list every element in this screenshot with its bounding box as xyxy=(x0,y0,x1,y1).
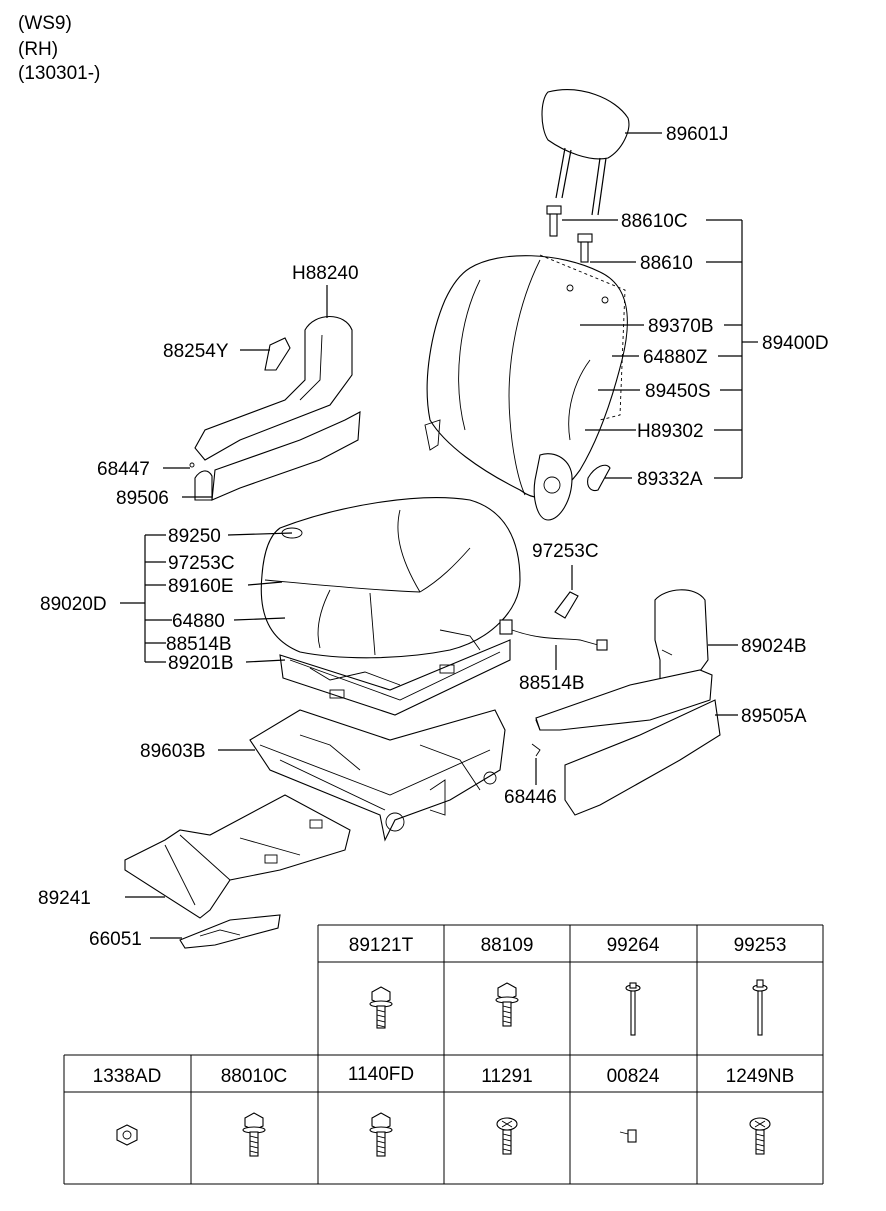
fastener-code-99253: 99253 xyxy=(734,935,787,956)
callout-89603B: 89603B xyxy=(140,741,206,762)
fastener-code-88010C: 88010C xyxy=(221,1066,288,1087)
headrest-drawing xyxy=(541,89,630,216)
callout-H88240: H88240 xyxy=(292,263,359,284)
callout-88610: 88610 xyxy=(640,253,693,274)
callout-64880Z: 64880Z xyxy=(643,347,708,368)
seat-back-drawing xyxy=(424,254,628,521)
fastener-code-1249NB: 1249NB xyxy=(726,1066,795,1087)
hex-nut-icon xyxy=(116,1124,138,1146)
fastener-code-99264: 99264 xyxy=(607,935,660,956)
callout-89024B: 89024B xyxy=(741,636,807,657)
callout-89370B: 89370B xyxy=(648,316,714,337)
callout-68447: 68447 xyxy=(97,459,150,480)
flange-bolt-icon xyxy=(495,982,519,1027)
callout-89450S: 89450S xyxy=(645,381,711,402)
fastener-code-1338AD: 1338AD xyxy=(93,1066,162,1087)
side-shield-drawing xyxy=(535,589,721,816)
rivet-icon xyxy=(752,979,768,1036)
callout-68446: 68446 xyxy=(504,787,557,808)
phillips-screw-icon xyxy=(496,1117,518,1155)
callout-88514B-left: 88514B xyxy=(166,634,232,655)
callout-88514B-right: 88514B xyxy=(519,673,585,694)
clip-drawing xyxy=(531,743,541,757)
callout-64880: 64880 xyxy=(172,611,225,632)
callout-89332A: 89332A xyxy=(637,469,703,490)
rivet-icon xyxy=(625,982,641,1036)
headrest-guides-drawing xyxy=(546,205,593,263)
fastener-table: 89121T 88109 99264 99253 1338AD 88010C 1… xyxy=(63,924,824,1185)
callout-66051: 66051 xyxy=(89,929,142,950)
callout-88610C: 88610C xyxy=(621,211,688,232)
model-code: (WS9) xyxy=(18,13,72,34)
callout-97253C-right: 97253C xyxy=(532,541,599,562)
callout-88254Y: 88254Y xyxy=(163,341,229,362)
cushion-frame-drawing xyxy=(279,629,511,716)
fastener-code-00824: 00824 xyxy=(607,1066,660,1087)
base-housing-drawing xyxy=(124,794,351,919)
harness-drawing xyxy=(499,591,608,651)
callout-89505A: 89505A xyxy=(741,706,807,727)
clip-icon xyxy=(619,1129,637,1143)
callout-89201B: 89201B xyxy=(168,653,234,674)
callout-89506: 89506 xyxy=(116,488,169,509)
phillips-screw-icon xyxy=(749,1117,771,1155)
flange-bolt-icon xyxy=(369,986,393,1029)
fastener-code-1140FD: 1140FD xyxy=(348,1064,414,1085)
callout-89250: 89250 xyxy=(168,526,221,547)
seat-track-drawing xyxy=(249,709,506,842)
fastener-code-89121T: 89121T xyxy=(349,935,414,956)
fastener-code-11291: 11291 xyxy=(481,1066,532,1087)
callout-89241: 89241 xyxy=(38,888,91,909)
bracket-drawing xyxy=(179,914,281,949)
callout-89601J: 89601J xyxy=(666,124,728,145)
callout-89400D: 89400D xyxy=(762,333,829,354)
flange-bolt-icon xyxy=(242,1112,266,1157)
date-code: (130301-) xyxy=(18,63,101,84)
seat-cushion-drawing xyxy=(260,497,521,659)
lever-drawing xyxy=(587,464,611,492)
flange-bolt-icon xyxy=(369,1112,393,1157)
recliner-cover-drawing xyxy=(189,316,361,501)
callout-labels: 89601J 88610C 88610 H88240 89370B 89400D… xyxy=(38,124,829,950)
side-code: (RH) xyxy=(18,39,59,60)
callout-97253C-left: 97253C xyxy=(168,553,235,574)
leader-lines xyxy=(120,132,758,939)
fastener-code-88109: 88109 xyxy=(481,935,534,956)
callout-89160E: 89160E xyxy=(168,576,234,597)
callout-H89302: H89302 xyxy=(637,421,704,442)
callout-89020D: 89020D xyxy=(40,594,107,615)
